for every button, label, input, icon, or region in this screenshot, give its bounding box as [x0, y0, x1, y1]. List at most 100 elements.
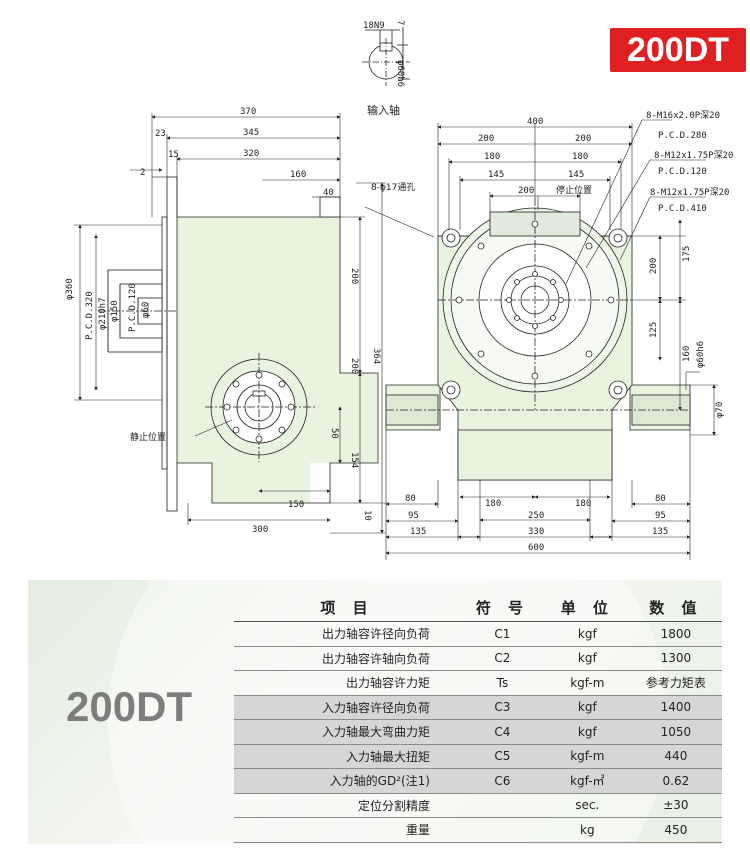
row-value: 450 — [629, 817, 722, 843]
dim-135-a: 135 — [410, 527, 426, 537]
header-value: 数 值 — [629, 593, 722, 622]
row-item: 出力轴容许力矩 — [234, 670, 460, 696]
spec-panel: 200DT 项 目 符 号 单 位 数 值 出力轴容许径向负荷 C1 kgf 1… — [28, 580, 722, 844]
table-row: 入力轴的GD²(注1) C6 kgf-㎡ 0.62 — [234, 768, 722, 794]
dim-phi210: φ210h7 — [98, 297, 108, 330]
dim-40: 40 — [323, 188, 334, 198]
row-unit: kgf-m — [544, 670, 630, 696]
spec-table: 项 目 符 号 单 位 数 值 出力轴容许径向负荷 C1 kgf 1800 出力… — [234, 593, 722, 843]
dim-200-mid: 200 — [349, 358, 359, 374]
dim-200-v: 200 — [649, 258, 659, 274]
front-view-bolt-circles — [455, 220, 615, 380]
technical-drawing: 18N9 7 φ60h6 输入轴 370 23 345 15 320 2 160… — [65, 20, 733, 560]
table-row: 出力轴容许轴向负荷 C2 kgf 1300 — [234, 646, 722, 671]
table-row: 重量 kg 450 — [234, 817, 722, 843]
dim-150: 150 — [288, 500, 304, 510]
row-symbol — [460, 793, 545, 818]
dim-50: 50 — [329, 428, 339, 439]
dim-180-a: 180 — [484, 152, 500, 162]
row-symbol: C6 — [460, 768, 545, 794]
dim-370: 370 — [240, 107, 256, 117]
row-unit: kgf-㎡ — [544, 768, 630, 794]
model-badge: 200DT — [610, 28, 746, 72]
dim-400: 400 — [527, 117, 543, 127]
dim-200-c: 200 — [518, 186, 534, 196]
dim-330: 330 — [528, 527, 544, 537]
dim-23: 23 — [155, 129, 166, 139]
row-value: 1800 — [629, 621, 722, 647]
side-view-dimensions — [74, 113, 435, 534]
key-depth-label: 7 — [395, 20, 405, 25]
dim-145-a: 145 — [488, 170, 504, 180]
row-unit: kgf — [544, 646, 630, 671]
row-unit: sec. — [544, 793, 630, 818]
dim-200-top: 200 — [349, 268, 359, 284]
row-symbol: C2 — [460, 646, 545, 671]
row-value: 1050 — [629, 719, 722, 745]
row-item: 入力轴最大弯曲力矩 — [234, 719, 460, 745]
dim-95-b: 95 — [655, 511, 666, 521]
side-view-bolt-holes — [223, 371, 295, 443]
keyway-label: 18N9 — [363, 21, 385, 31]
dim-phi60-right: φ60h6 — [696, 341, 706, 368]
header-item: 项 目 — [234, 593, 460, 622]
row-unit: kgf — [544, 719, 630, 745]
row-symbol: C1 — [460, 621, 545, 647]
dim-180-b: 180 — [572, 152, 588, 162]
holes-label: 8-φ17通孔 — [371, 182, 415, 193]
table-row: 定位分割精度 sec. ±30 — [234, 793, 722, 818]
dim-154: 154 — [349, 452, 359, 468]
front-view-dimensions — [385, 119, 718, 560]
row-item: 出力轴容许轴向负荷 — [234, 646, 460, 671]
drawing-labels: 18N9 7 φ60h6 输入轴 370 23 345 15 320 2 160… — [65, 20, 733, 553]
dim-320: 320 — [243, 149, 259, 159]
row-symbol: C5 — [460, 744, 545, 769]
model-label: 200DT — [66, 683, 193, 730]
row-symbol: C4 — [460, 719, 545, 745]
row-unit: kgf — [544, 621, 630, 647]
dim-125: 125 — [649, 322, 659, 338]
pcd410-label: P.C.D.410 — [658, 204, 707, 214]
row-item: 入力轴容许径向负荷 — [234, 695, 460, 720]
table-row: 入力轴最大弯曲力矩 C4 kgf 1050 — [234, 719, 722, 745]
row-symbol: C3 — [460, 695, 545, 720]
front-view — [385, 198, 691, 481]
dim-10: 10 — [362, 510, 372, 521]
row-value: 0.62 — [629, 768, 722, 794]
table-row: 入力轴容许径向负荷 C3 kgf 1400 — [234, 695, 722, 720]
dim-160-v: 160 — [682, 346, 692, 362]
dim-160: 160 — [290, 170, 306, 180]
input-shaft-dia-label: φ60h6 — [395, 60, 405, 87]
row-symbol: Ts — [460, 670, 545, 696]
dim-135-b: 135 — [652, 527, 668, 537]
spec-header-row: 项 目 符 号 单 位 数 值 — [234, 593, 722, 622]
stop-position-left-label: 静止位置 — [130, 431, 166, 443]
table-row: 出力轴容许径向负荷 C1 kgf 1800 — [234, 621, 722, 647]
row-value: ±30 — [629, 793, 722, 818]
row-symbol — [460, 817, 545, 843]
dim-phi150: φ150 — [110, 300, 120, 322]
dim-200-a: 200 — [478, 134, 494, 144]
row-unit: kg — [544, 817, 630, 843]
side-view — [98, 176, 379, 512]
dim-364: 364 — [371, 348, 381, 364]
dim-80-a: 80 — [405, 494, 416, 504]
row-item: 入力轴的GD²(注1) — [234, 768, 460, 794]
dim-345: 345 — [243, 128, 259, 138]
row-unit: kgf-m — [544, 744, 630, 769]
row-value: 1400 — [629, 695, 722, 720]
row-item: 重量 — [234, 817, 460, 843]
dim-15: 15 — [168, 150, 179, 160]
header-symbol: 符 号 — [460, 593, 545, 622]
dim-pcd320: P.C.D.320 — [85, 291, 95, 340]
dim-pcd120: P.C.D.120 — [128, 283, 138, 332]
dim-175: 175 — [682, 246, 692, 262]
dim-300: 300 — [252, 525, 268, 535]
dim-200-b: 200 — [575, 134, 591, 144]
m16-label: 8-M16x2.0P深20 — [646, 110, 720, 121]
dim-80-b: 80 — [655, 494, 666, 504]
row-value: 1300 — [629, 646, 722, 671]
row-item: 入力轴最大扭矩 — [234, 744, 460, 769]
dim-145-b: 145 — [568, 170, 584, 180]
dim-600: 600 — [528, 543, 544, 553]
